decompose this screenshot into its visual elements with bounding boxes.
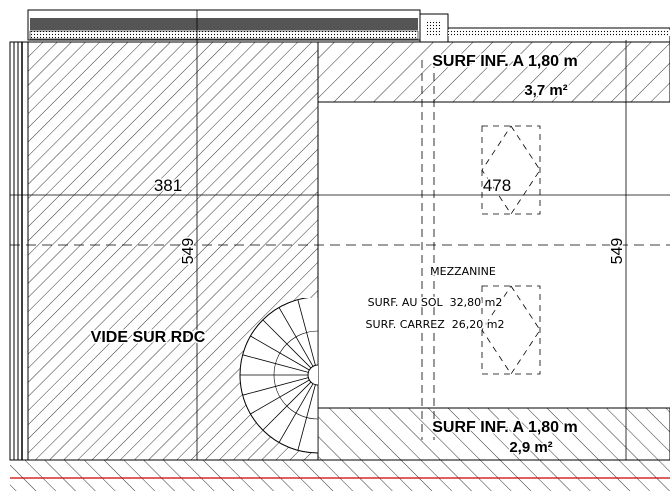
low-ceiling-top-area xyxy=(317,41,670,103)
top-wall xyxy=(27,9,670,43)
height-dimension-right: 549 xyxy=(609,238,626,265)
low-ceiling-top-label: SURF INF. A 1,80 m xyxy=(432,53,578,70)
void-area xyxy=(27,41,319,461)
carrez-area: SURF. CARREZ 26,20 m2 xyxy=(366,318,505,331)
height-dimension-left: 549 xyxy=(180,238,197,265)
void-label: VIDE SUR RDC xyxy=(91,329,206,346)
width-dimension-left: 381 xyxy=(154,176,182,195)
room-name: MEZZANINE xyxy=(430,265,496,278)
low-ceiling-bottom-area-value: 2,9 m² xyxy=(509,439,552,456)
spiral-staircase-icon xyxy=(239,298,318,454)
low-ceiling-top-area-value: 3,7 m² xyxy=(524,82,567,99)
floor-area: SURF. AU SOL 32,80 m2 xyxy=(368,296,503,309)
low-ceiling-bottom-label: SURF INF. A 1,80 m xyxy=(432,419,578,436)
skylight-icon xyxy=(481,285,541,375)
stair-inner-ring xyxy=(273,330,318,420)
dimension-lines xyxy=(10,10,670,460)
width-dimension-right: 478 xyxy=(483,176,511,195)
left-wall xyxy=(9,41,29,461)
bottom-wall xyxy=(10,459,670,491)
skylight-icon xyxy=(481,125,541,215)
